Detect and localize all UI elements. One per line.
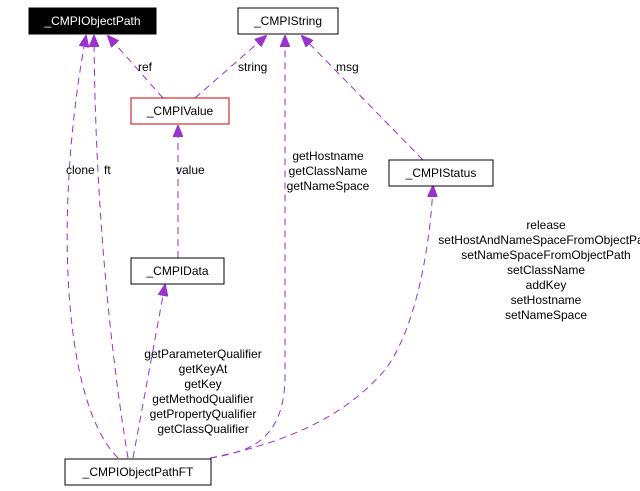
method-label: getClassName xyxy=(289,164,368,178)
method-label: getKey xyxy=(184,377,221,391)
edge-value-to-objectpath xyxy=(108,36,164,99)
node-cmpiobjectpathft[interactable]: _CMPIObjectPathFT xyxy=(64,458,212,486)
method-label: setHostAndNameSpaceFromObjectPath xyxy=(438,233,640,247)
edge-value-to-string xyxy=(194,36,266,99)
method-label: release xyxy=(526,218,566,232)
node-cmpidata[interactable]: _CMPIData xyxy=(130,257,225,285)
node-cmpiobjectpath[interactable]: _CMPIObjectPath xyxy=(28,7,157,35)
node-label: _CMPIObjectPathFT xyxy=(82,465,194,479)
edge-labels: ref string msg value clone ft getHostnam… xyxy=(66,60,640,436)
edge-label-msg: msg xyxy=(336,60,359,74)
method-label: getKeyAt xyxy=(179,362,228,376)
edges xyxy=(66,36,433,459)
method-label: setClassName xyxy=(507,263,585,277)
edge-label-ref: ref xyxy=(138,60,153,74)
node-label: _CMPIStatus xyxy=(405,166,477,180)
node-cmpistatus[interactable]: _CMPIStatus xyxy=(388,159,494,187)
edge-ft-to-data xyxy=(132,285,165,459)
method-label: setHostname xyxy=(511,293,582,307)
node-cmpistring[interactable]: _CMPIString xyxy=(237,7,339,35)
method-label: getNameSpace xyxy=(287,179,370,193)
method-label: setNameSpaceFromObjectPath xyxy=(461,248,630,262)
edge-label-string: string xyxy=(238,60,267,74)
edge-ft-to-objectpath-ft xyxy=(94,36,129,459)
edge-ft-to-status xyxy=(209,186,433,459)
edge-label-clone: clone xyxy=(66,163,95,177)
method-label: getHostname xyxy=(292,149,364,163)
method-label: getMethodQualifier xyxy=(152,392,253,406)
edge-label-value: value xyxy=(176,163,205,177)
node-label: _CMPIString xyxy=(253,14,322,28)
node-cmpivalue[interactable]: _CMPIValue xyxy=(130,97,230,125)
node-label: _CMPIObjectPath xyxy=(43,14,140,28)
method-label: addKey xyxy=(526,278,567,292)
node-label: _CMPIValue xyxy=(146,104,214,118)
method-label: getPropertyQualifier xyxy=(150,407,257,421)
method-label: getParameterQualifier xyxy=(144,347,261,361)
node-label: _CMPIData xyxy=(145,264,208,278)
edge-status-to-string xyxy=(302,36,424,161)
method-label: setNameSpace xyxy=(505,308,587,322)
edge-ft-to-objectpath-clone xyxy=(66,36,119,459)
edge-label-ft: ft xyxy=(104,163,111,177)
method-label: getClassQualifier xyxy=(157,422,248,436)
